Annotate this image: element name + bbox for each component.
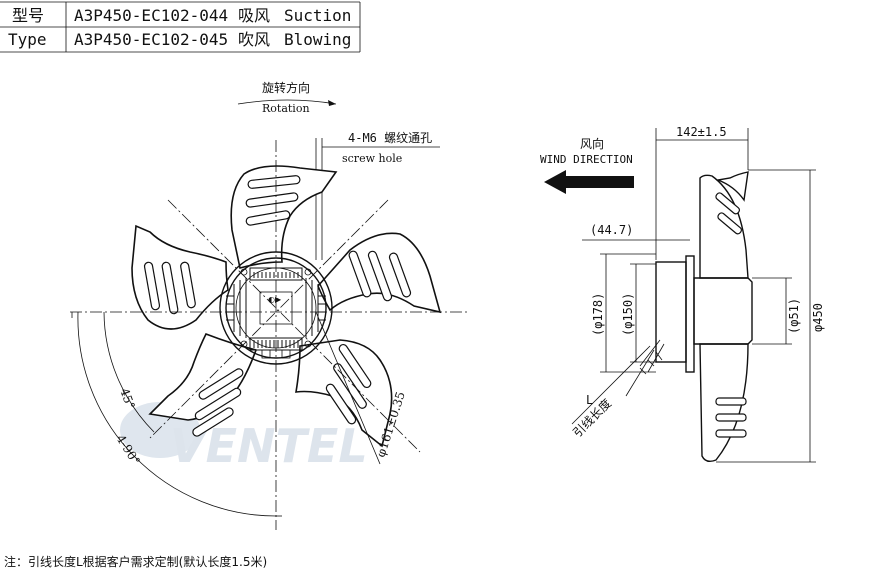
rotation-label-en: Rotation	[262, 102, 310, 115]
side-blade-lower	[699, 343, 749, 463]
diameter-450: φ450	[811, 303, 825, 332]
spec-row2-label: Type	[8, 30, 47, 49]
lead-length-L: L	[586, 393, 593, 407]
offset-dimension: (44.7)	[590, 223, 633, 237]
wind-direction-arrow	[544, 170, 634, 194]
screw-hole-spec: 4-M6 螺纹通孔	[348, 131, 432, 145]
angle-45: 45°	[117, 386, 137, 411]
blade-bottom-right	[295, 339, 393, 448]
footnote: 注：引线长度L根据客户需求定制(默认长度1.5米)	[4, 554, 267, 569]
spec-row2-mode-cn: 吹风	[238, 30, 270, 49]
rotation-label-cn: 旋转方向	[262, 80, 310, 95]
diameter-51: (φ51)	[787, 298, 801, 334]
side-view: 风向 WIND DIRECTION 142±1.5 (44.7) (φ178)	[540, 125, 825, 463]
rotor-back	[655, 261, 687, 363]
screw-hole-label: screw hole	[342, 152, 402, 165]
wind-direction-cn: 风向	[580, 136, 604, 151]
depth-dimension: 142±1.5	[676, 125, 727, 139]
spec-row1-mode-cn: 吸风	[238, 6, 270, 25]
spec-row2-model: A3P450-EC102-045	[74, 30, 228, 49]
angle-45-arc	[103, 311, 155, 433]
diagonal-centerline-1	[167, 199, 421, 453]
diameter-178: (φ178)	[591, 293, 605, 336]
fan-blades	[131, 165, 442, 448]
spec-row1-mode-en: Suction	[284, 6, 351, 25]
wind-direction-en: WIND DIRECTION	[540, 153, 633, 166]
spec-row2-mode-en: Blowing	[284, 30, 351, 49]
spec-table: 型号 A3P450-EC102-044 吸风 Suction Type A3P4…	[0, 1, 361, 53]
spec-row1-label: 型号	[12, 6, 44, 25]
lead-cable	[625, 339, 665, 397]
spec-row1-model: A3P450-EC102-044	[74, 6, 228, 25]
angle-4x90-arc	[77, 311, 277, 517]
front-view: 旋转方向 Rotation 4-M6 螺纹通孔 screw hole	[70, 80, 470, 530]
side-blade-upper	[699, 174, 749, 279]
motor-body	[693, 277, 753, 345]
rotation-arrow	[237, 99, 337, 105]
hub-logo: ◐▶	[268, 295, 282, 304]
diameter-150: (φ150)	[621, 293, 635, 336]
